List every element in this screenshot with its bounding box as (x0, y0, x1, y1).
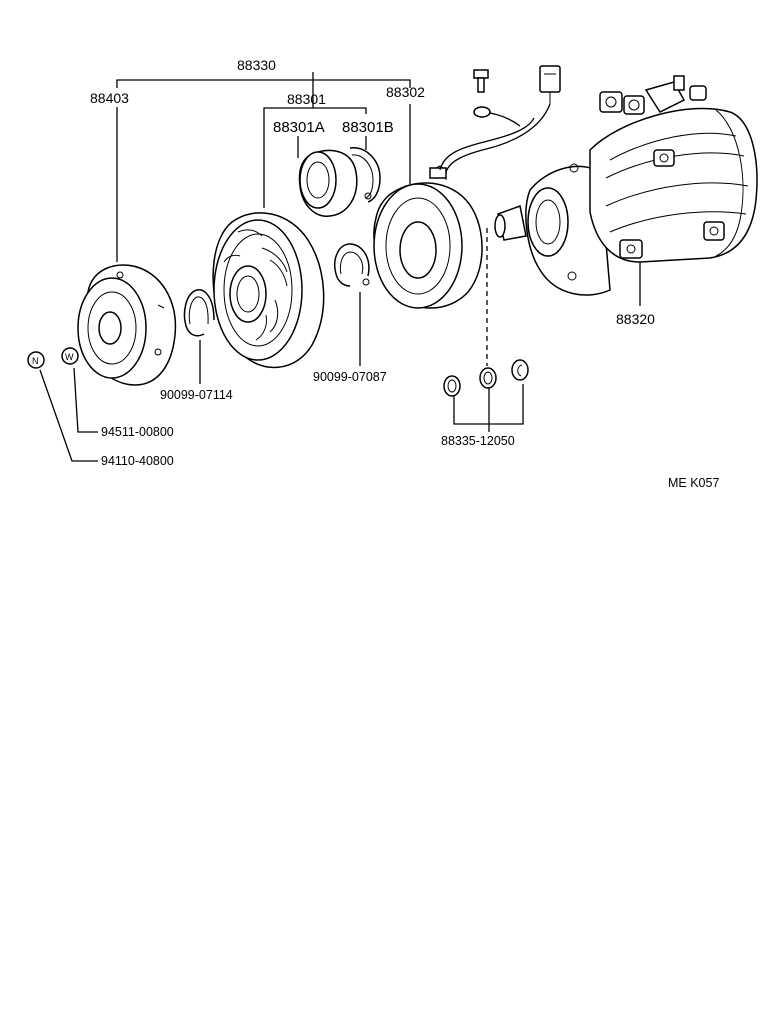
ground-screw (473, 69, 489, 93)
snap-ring-inner (334, 243, 370, 287)
washer-symbol: W (61, 347, 79, 365)
leader-lines (39, 72, 641, 462)
nut-marker-letter: N (32, 356, 39, 366)
label-90099-07114: 90099-07114 (160, 388, 233, 402)
label-88301b: 88301B (342, 119, 394, 136)
shim-1 (443, 375, 461, 397)
label-88330: 88330 (237, 57, 276, 73)
bearing-snap-ring (349, 147, 381, 203)
shim-3 (511, 359, 529, 381)
shim-set (443, 359, 529, 397)
pressure-plate (77, 264, 177, 386)
label-88301: 88301 (287, 91, 326, 107)
pulley-bearing (298, 149, 358, 217)
stator-coil (373, 165, 483, 309)
wire-harness (439, 65, 561, 173)
label-88335-12050: 88335-12050 (441, 434, 515, 448)
nut-symbol: N (27, 351, 45, 369)
part-labels: 88330 88403 88301 88302 88301A 88301B 88… (90, 57, 719, 490)
snap-ring-outer (183, 289, 215, 337)
washer-marker-letter: W (65, 352, 74, 362)
label-90099-07087: 90099-07087 (313, 370, 387, 384)
label-88301a: 88301A (273, 119, 325, 136)
label-88302: 88302 (386, 84, 425, 100)
shim-2 (479, 367, 497, 389)
label-94511-00800: 94511-00800 (101, 425, 174, 439)
label-88403: 88403 (90, 90, 129, 106)
compressor-body (494, 75, 758, 296)
pulley (212, 212, 325, 368)
label-88320: 88320 (616, 311, 655, 327)
reference-code: ME K057 (668, 476, 719, 490)
label-94110-40800: 94110-40800 (101, 454, 174, 468)
